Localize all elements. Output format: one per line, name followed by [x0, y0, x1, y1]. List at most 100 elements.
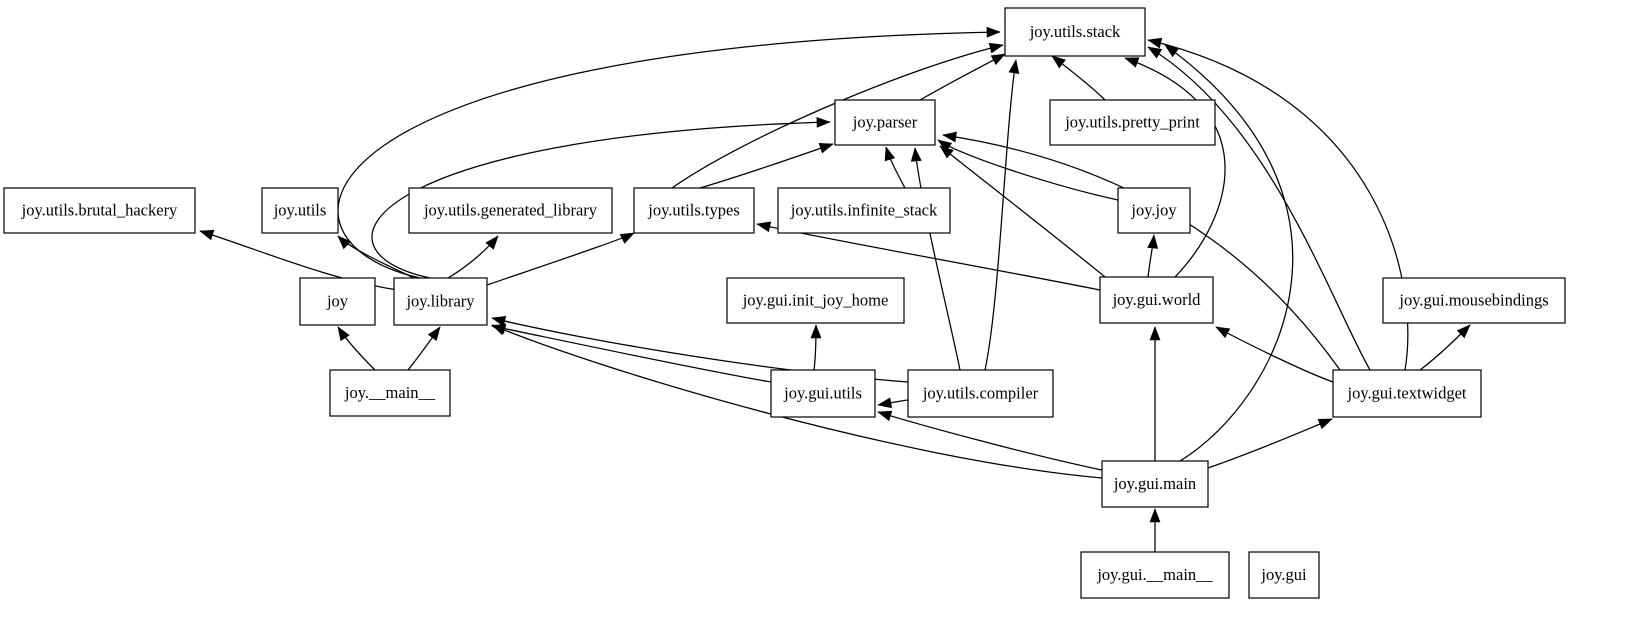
graph-node[interactable]: joy.joy: [1117, 187, 1191, 234]
graph-node[interactable]: joy.utils.stack: [1004, 7, 1146, 57]
node-box[interactable]: [1248, 551, 1320, 599]
node-box[interactable]: [261, 187, 339, 234]
graph-node[interactable]: joy: [299, 277, 376, 326]
graph-node[interactable]: joy.utils.types: [633, 187, 755, 234]
edge-arrowhead-icon: [1147, 37, 1163, 49]
edge-arrowhead-icon: [1051, 55, 1066, 69]
node-box[interactable]: [408, 187, 613, 234]
edge-arrowhead-icon: [939, 145, 954, 159]
node-label: joy: [326, 291, 349, 310]
node-label: joy.utils.pretty_print: [1064, 112, 1200, 131]
graph-edge: [1147, 46, 1371, 371]
graph-edge: [877, 397, 909, 409]
graph-edge: [884, 146, 906, 189]
graph-node[interactable]: joy.__main__: [329, 369, 451, 417]
node-box[interactable]: [1101, 460, 1209, 508]
edge-arrowhead-icon: [1124, 57, 1140, 68]
node-box[interactable]: [777, 187, 951, 234]
node-box[interactable]: [770, 369, 876, 418]
node-label: joy.utils.brutal_hackery: [21, 200, 178, 219]
node-box[interactable]: [1117, 187, 1191, 234]
graph-edge: [447, 235, 499, 279]
edge-line: [939, 145, 1106, 278]
graph-node[interactable]: joy.utils.pretty_print: [1049, 99, 1216, 146]
edge-arrowhead-icon: [337, 235, 352, 250]
edge-arrowhead-icon: [816, 116, 831, 128]
graph-node[interactable]: joy.utils.brutal_hackery: [3, 187, 196, 234]
node-label: joy.utils: [273, 200, 327, 219]
graph-node[interactable]: joy.gui: [1248, 551, 1320, 599]
edge-arrowhead-icon: [1147, 46, 1163, 59]
node-box[interactable]: [633, 187, 755, 234]
node-label: joy.gui.textwidget: [1347, 383, 1467, 402]
node-box[interactable]: [3, 187, 196, 234]
node-label: joy.utils.infinite_stack: [790, 200, 938, 219]
node-box[interactable]: [1049, 99, 1216, 146]
graph-node[interactable]: joy.gui.utils: [770, 369, 876, 418]
nodes-layer: joy.utils.stack joy.parser joy.utils.prett…: [3, 7, 1566, 599]
graph-edge: [671, 42, 1004, 189]
edge-line: [1147, 46, 1371, 371]
graph-edge: [1051, 55, 1106, 101]
node-box[interactable]: [1080, 551, 1230, 599]
graph-edge: [942, 131, 1341, 371]
node-label: joy.library: [405, 291, 475, 310]
graph-edge: [939, 145, 1106, 278]
edge-arrowhead-icon: [877, 397, 893, 409]
graph-node[interactable]: joy.gui.init_joy_home: [726, 277, 905, 324]
node-label: joy.__main__: [344, 383, 436, 402]
edge-arrowhead-icon: [1215, 326, 1231, 339]
node-box[interactable]: [1099, 276, 1214, 324]
edge-line: [1147, 39, 1409, 371]
graph-edge: [491, 323, 772, 383]
edge-arrowhead-icon: [1149, 326, 1161, 341]
edge-arrowhead-icon: [937, 139, 953, 152]
node-box[interactable]: [1382, 277, 1566, 324]
edge-arrowhead-icon: [1456, 324, 1471, 339]
graph-node[interactable]: joy.gui.main: [1101, 460, 1209, 508]
graph-edge: [810, 324, 822, 371]
graph-edge: [699, 143, 834, 189]
edge-arrowhead-icon: [619, 232, 635, 244]
graph-edge: [337, 26, 1001, 279]
node-label: joy.utils.types: [647, 200, 740, 219]
node-box[interactable]: [907, 369, 1054, 418]
graph-edge: [1149, 326, 1161, 462]
node-box[interactable]: [329, 369, 451, 417]
graph-node[interactable]: joy.gui.mousebindings: [1382, 277, 1566, 324]
graph-edge: [919, 53, 1006, 101]
node-label: joy.joy: [1130, 200, 1177, 219]
edge-arrowhead-icon: [1008, 59, 1020, 74]
edge-line: [914, 147, 961, 371]
graph-node[interactable]: joy.gui.textwidget: [1332, 369, 1482, 418]
graph-edge: [910, 147, 961, 371]
node-box[interactable]: [726, 277, 905, 324]
graph-node[interactable]: joy.parser: [834, 99, 936, 146]
graph-node[interactable]: joy.utils: [261, 187, 339, 234]
graph-node[interactable]: joy.utils.generated_library: [408, 187, 613, 234]
graph-node[interactable]: joy.gui.__main__: [1080, 551, 1230, 599]
graph-node[interactable]: joy.gui.world: [1099, 276, 1214, 324]
graph-edge: [337, 326, 376, 371]
node-label: joy.utils.compiler: [922, 383, 1039, 402]
edge-arrowhead-icon: [1164, 44, 1179, 58]
node-box[interactable]: [834, 99, 936, 146]
edge-arrowhead-icon: [988, 42, 1004, 54]
graph-edge: [937, 139, 1119, 201]
edge-line: [491, 324, 1103, 479]
edge-arrowhead-icon: [427, 326, 441, 341]
edge-arrowhead-icon: [485, 235, 499, 250]
graph-edge: [337, 235, 415, 279]
node-box[interactable]: [393, 277, 488, 326]
graph-edge: [407, 326, 441, 371]
node-box[interactable]: [299, 277, 376, 326]
node-box[interactable]: [1332, 369, 1482, 418]
node-box[interactable]: [1004, 7, 1146, 57]
graph-node[interactable]: joy.utils.compiler: [907, 369, 1054, 418]
graph-edge: [1124, 57, 1226, 278]
edge-arrowhead-icon: [1149, 508, 1161, 523]
graph-node[interactable]: joy.utils.infinite_stack: [777, 187, 951, 234]
edge-line: [877, 411, 1103, 471]
graph-node[interactable]: joy.library: [393, 277, 488, 326]
